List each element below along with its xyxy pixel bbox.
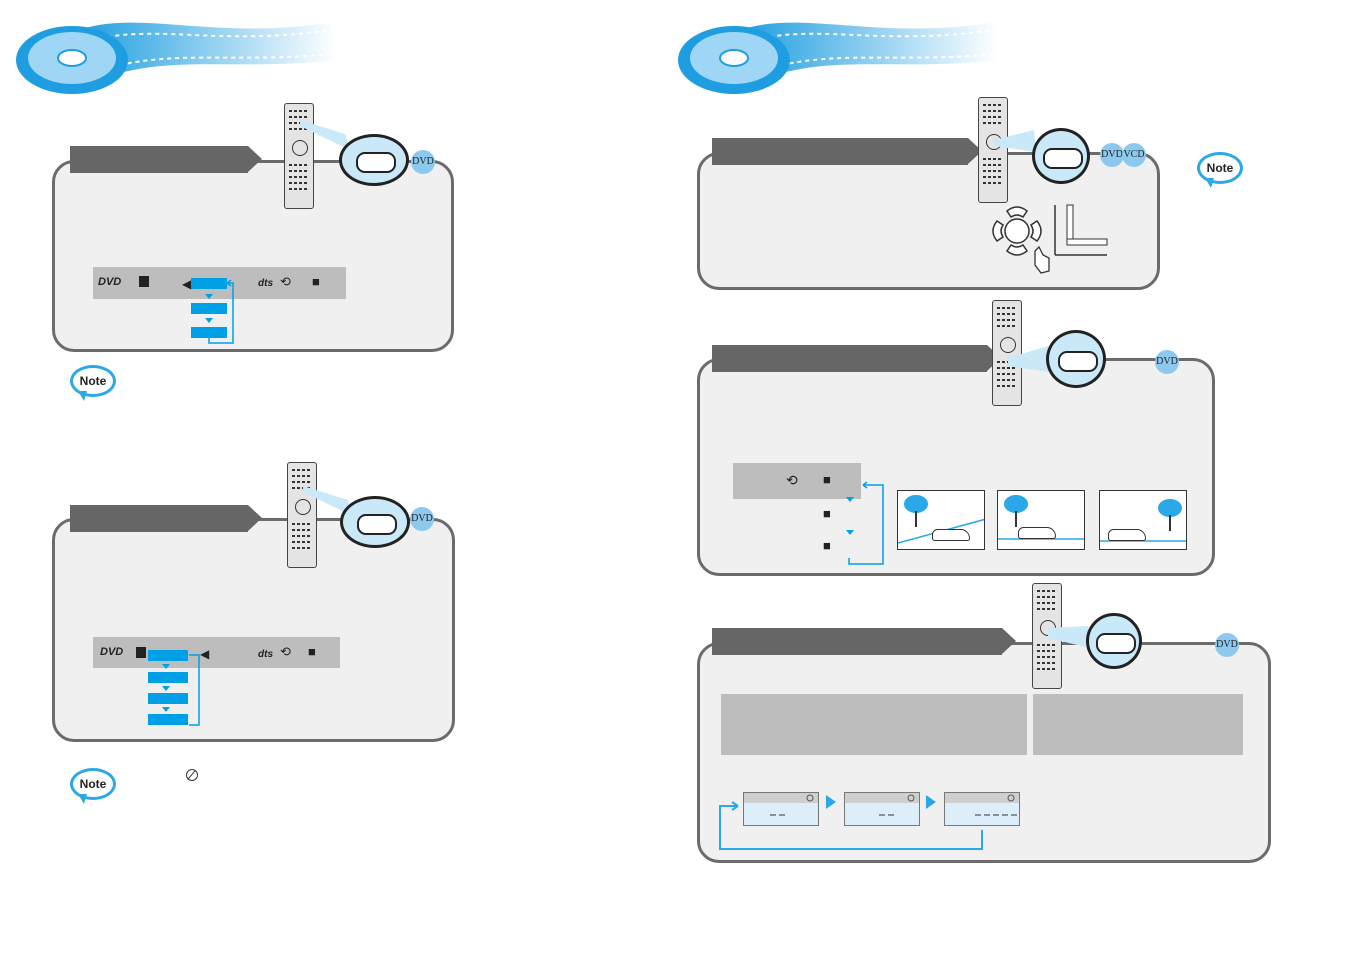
bookmark-header bbox=[712, 628, 1016, 655]
disc-film-banner-icon bbox=[678, 22, 998, 94]
subtitle-option-2 bbox=[148, 672, 188, 683]
title-menu-header bbox=[712, 138, 982, 165]
arrow-right bbox=[826, 795, 836, 809]
speaker-icon: ◀ bbox=[200, 647, 210, 661]
zoom-cone bbox=[994, 130, 1036, 152]
remote-icon bbox=[284, 103, 314, 209]
zoom-cone bbox=[300, 120, 350, 150]
osd-bar bbox=[93, 637, 340, 668]
arrow-right bbox=[926, 795, 936, 809]
direction-pad-icon bbox=[992, 204, 1108, 274]
zoom-cone bbox=[303, 486, 353, 516]
subtitle-language-header bbox=[70, 505, 262, 532]
remote-icon bbox=[978, 97, 1008, 203]
bookmark-screen-1 bbox=[743, 792, 819, 826]
down-arrow bbox=[846, 530, 854, 535]
dvd-badge-icon: DVD bbox=[1215, 633, 1239, 657]
subtitle-option-4 bbox=[148, 714, 188, 725]
down-arrow bbox=[205, 294, 213, 299]
cycle-line bbox=[719, 801, 983, 850]
cycle-line bbox=[189, 654, 200, 726]
dvd-badge-icon: DVD bbox=[1155, 350, 1179, 374]
subtitle-icon bbox=[139, 276, 149, 287]
prohibited-icon bbox=[186, 769, 198, 781]
down-arrow bbox=[162, 664, 170, 669]
info-box-right bbox=[1033, 694, 1243, 755]
audio-language-header bbox=[70, 146, 262, 173]
remote-icon bbox=[287, 462, 317, 568]
camera-angle-icon: ■ bbox=[312, 274, 320, 289]
audio-option-2 bbox=[191, 303, 227, 314]
osd-dvd-logo: DVD bbox=[98, 276, 122, 288]
camera-angle-icon: ■ bbox=[823, 538, 831, 553]
subtitle-icon bbox=[136, 647, 146, 658]
disc-film-banner-icon bbox=[16, 22, 336, 94]
remote-icon bbox=[992, 300, 1022, 406]
note-icon: Note bbox=[70, 768, 116, 806]
angle-scene-2 bbox=[997, 490, 1085, 550]
button-zoom-bubble bbox=[339, 134, 409, 186]
repeat-icon: ⟲ bbox=[280, 644, 291, 659]
camera-angle-icon: ■ bbox=[308, 644, 316, 659]
repeat-icon: ⟲ bbox=[786, 472, 798, 488]
subtitle-language-panel bbox=[52, 518, 455, 742]
dts-label: dts bbox=[258, 649, 273, 660]
title-menu-panel bbox=[697, 152, 1160, 290]
zoom-cone bbox=[1008, 346, 1050, 372]
button-zoom-bubble bbox=[1086, 613, 1142, 669]
cycle-line bbox=[848, 481, 884, 565]
dvd-badge-icon: DVD bbox=[410, 507, 434, 531]
dvd-badge-icon: DVD bbox=[411, 150, 435, 174]
zoom-cone bbox=[1048, 626, 1090, 648]
speaker-icon: ◀ bbox=[182, 277, 192, 291]
vcd-badge-icon: VCD bbox=[1122, 143, 1146, 167]
cycle-line bbox=[208, 280, 234, 344]
repeat-icon: ⟲ bbox=[280, 274, 291, 289]
down-arrow bbox=[205, 318, 213, 323]
angle-scene-1 bbox=[897, 490, 985, 550]
audio-language-panel bbox=[52, 160, 454, 352]
angle-scene-3 bbox=[1099, 490, 1187, 550]
osd-bar bbox=[733, 463, 861, 499]
audio-option-1 bbox=[191, 278, 227, 289]
button-zoom-bubble bbox=[1032, 128, 1090, 184]
subtitle-option-1 bbox=[148, 650, 188, 661]
camera-angle-icon: ■ bbox=[823, 506, 831, 521]
note-icon: Note bbox=[1197, 152, 1243, 190]
button-zoom-bubble bbox=[1046, 330, 1106, 388]
subtitle-option-3 bbox=[148, 693, 188, 704]
audio-option-3 bbox=[191, 327, 227, 338]
osd-dvd-logo: DVD bbox=[100, 646, 124, 658]
down-arrow bbox=[846, 497, 854, 502]
bookmark-screen-3 bbox=[944, 792, 1020, 826]
bookmark-screen-2 bbox=[844, 792, 920, 826]
button-zoom-bubble bbox=[340, 496, 410, 548]
dts-label: dts bbox=[258, 278, 273, 289]
angle-header bbox=[712, 345, 1001, 372]
dvd-badge-icon: DVD bbox=[1100, 143, 1124, 167]
down-arrow bbox=[162, 686, 170, 691]
down-arrow bbox=[162, 707, 170, 712]
camera-angle-icon: ■ bbox=[823, 472, 831, 487]
info-box-left bbox=[721, 694, 1027, 755]
note-icon: Note bbox=[70, 365, 116, 403]
